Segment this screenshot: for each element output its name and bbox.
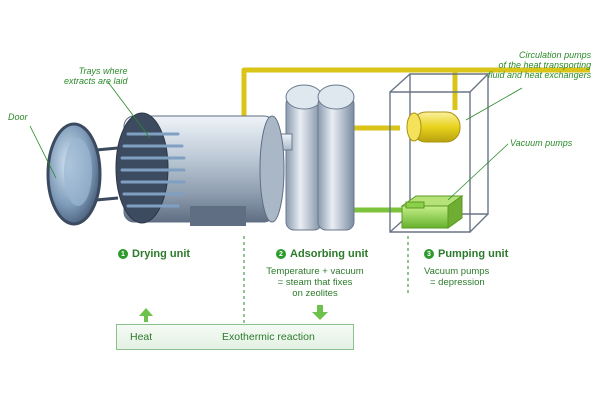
heat-label: Heat <box>130 331 153 343</box>
heat-up-arrow <box>139 308 153 322</box>
unit-title-text: Pumping unit <box>438 248 509 260</box>
circulation-pumps-label: Circulation pumps of the heat transporti… <box>488 50 591 80</box>
unit-title-text: Drying unit <box>132 248 191 260</box>
unit-number-badge: 3 <box>424 249 434 259</box>
door <box>46 122 119 226</box>
circulation-pump <box>406 111 461 143</box>
trays-label-line: Trays where <box>78 66 128 76</box>
trays-label: Trays where extracts are laid <box>64 66 128 86</box>
pumping-frame <box>389 73 489 233</box>
pumping-unit-description: Vacuum pumps = depression <box>424 266 489 288</box>
adsorbing-unit-title: 2 Adsorbing unit <box>276 248 368 260</box>
description-line: Vacuum pumps <box>424 266 490 277</box>
circulation-label-line: fluid and heat exchangers <box>488 70 592 80</box>
vacuum-pump-boxes <box>400 195 464 229</box>
drying-unit-title: 1 Drying unit <box>118 248 190 260</box>
steam-down-arrow <box>312 305 328 320</box>
description-line: = steam that fixes <box>277 277 353 288</box>
unit-title-text: Adsorbing unit <box>290 248 369 260</box>
circulation-label-line: Circulation pumps <box>519 50 592 60</box>
description-line: on zeolites <box>292 288 338 299</box>
unit-separators <box>243 236 409 324</box>
adsorber-columns <box>285 84 355 231</box>
trays-label-line: extracts are laid <box>64 76 128 86</box>
unit-number-badge: 2 <box>276 249 286 259</box>
circulation-label-line: of the heat transporting <box>498 60 592 70</box>
heat-reaction-bar <box>116 324 354 350</box>
door-label: Door <box>8 112 28 122</box>
vacuum-pumps-label: Vacuum pumps <box>510 138 573 148</box>
unit-number-badge: 1 <box>118 249 128 259</box>
adsorbing-unit-description: Temperature + vacuum = steam that fixes … <box>256 266 374 299</box>
description-line: Temperature + vacuum <box>266 266 364 277</box>
exothermic-reaction-label: Exothermic reaction <box>222 331 315 343</box>
pumping-unit-title: 3 Pumping unit <box>424 248 508 260</box>
description-line: = depression <box>430 277 485 288</box>
drying-chamber <box>115 112 285 226</box>
callout-leaders <box>29 81 523 201</box>
